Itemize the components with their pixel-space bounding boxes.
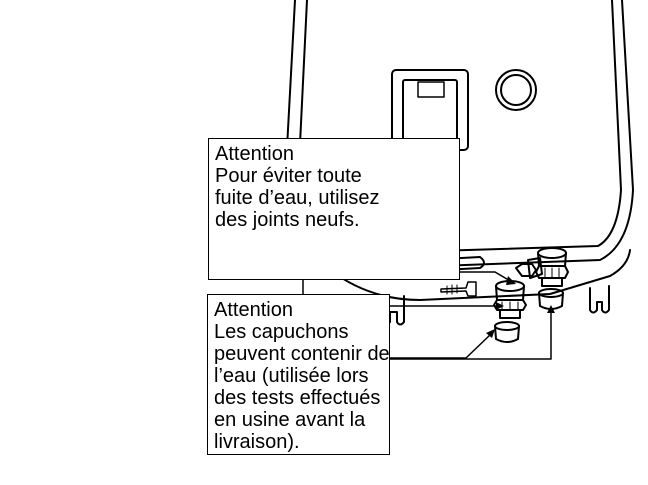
callout-line: Pour éviter toute — [215, 165, 362, 187]
callout-title: Attention — [215, 143, 294, 165]
callout-line: Les capuchons — [214, 321, 349, 343]
drain-plug — [440, 281, 477, 297]
callout-line: des tests effectués — [214, 387, 381, 409]
fitting-left — [493, 280, 527, 319]
callout-line: en usine avant la — [214, 409, 366, 431]
callout-water-leak-warning: Attention Pour éviter toute fuite d’eau,… — [208, 138, 460, 280]
callout-line: livraison). — [214, 431, 300, 453]
cap-left — [494, 321, 520, 343]
callout-title: Attention — [214, 299, 293, 321]
leader-lines-bottom — [389, 305, 555, 360]
callout-line: peuvent contenir de — [214, 343, 390, 365]
callout-caps-warning: Attention Les capuchons peuvent contenir… — [207, 294, 390, 455]
callout-line: l’eau (utilisée lors — [214, 365, 369, 387]
fitting-right — [535, 247, 569, 287]
callout-line: fuite d’eau, utilisez — [215, 187, 380, 209]
callout-line: des joints neufs. — [215, 209, 360, 231]
control-knob — [495, 69, 537, 111]
